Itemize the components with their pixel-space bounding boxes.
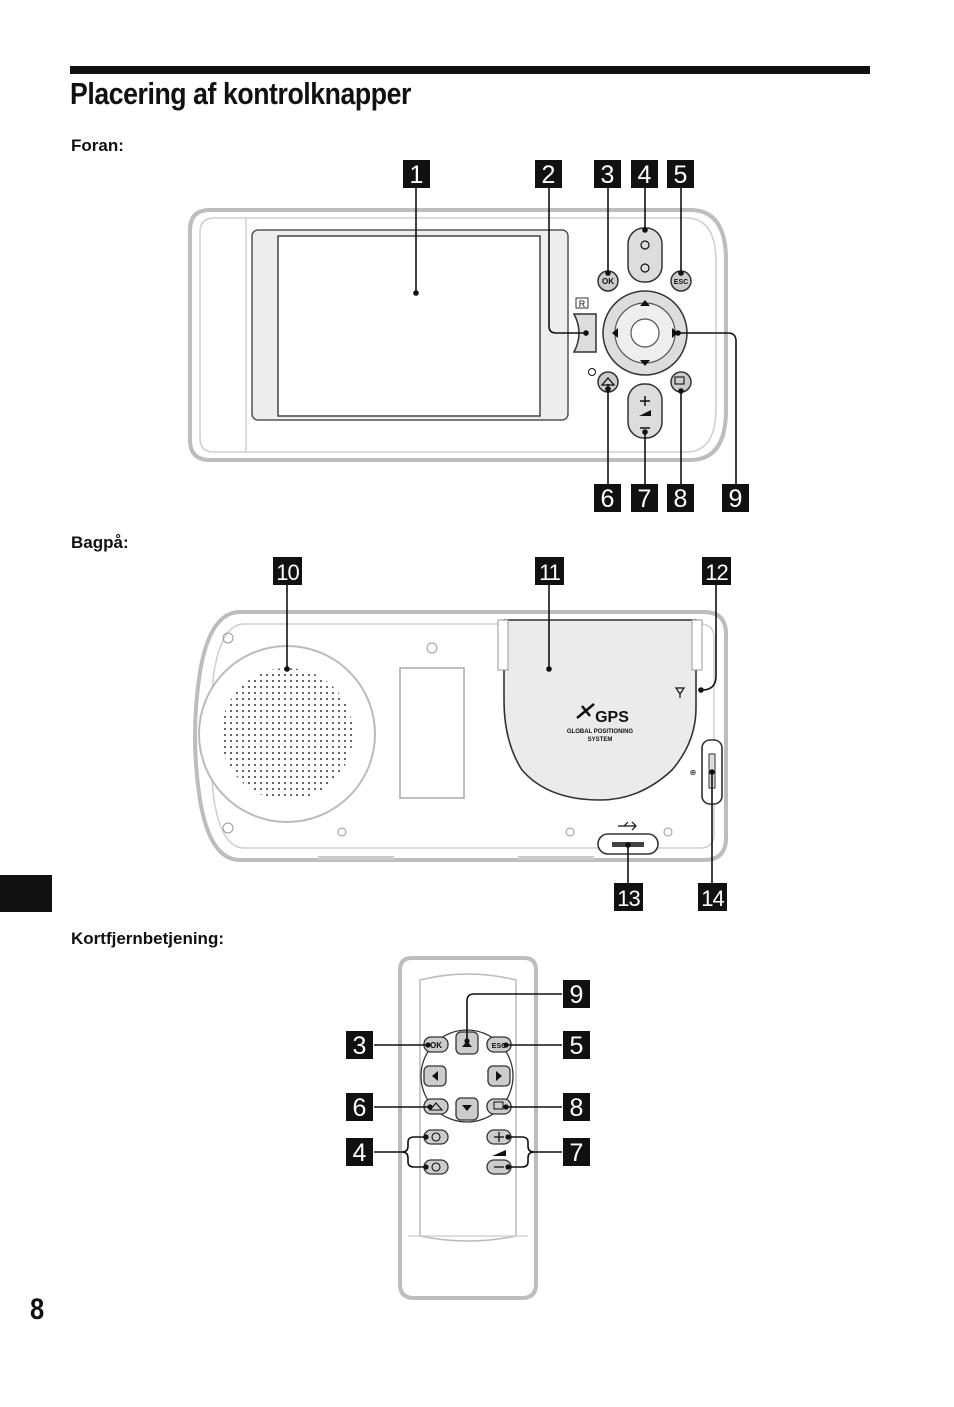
callout-11: 11 [535,557,564,585]
satellite-icon [576,703,595,719]
svg-text:7: 7 [638,485,652,513]
svg-text:OK: OK [430,1041,442,1050]
svg-text:9: 9 [729,485,743,513]
svg-text:5: 5 [570,1032,584,1060]
callout-14: 14 [698,883,727,911]
header-rule [70,66,870,74]
callout-5: 5 [667,160,694,189]
svg-text:1: 1 [410,161,424,189]
chapter-tab [0,875,52,912]
svg-text:3: 3 [353,1032,367,1060]
svg-text:2: 2 [542,161,556,189]
r-label: R [579,299,586,309]
touch-screen [277,235,541,417]
front-leader-dots [413,227,684,435]
volume-icon [639,410,651,416]
section-back-label: Bagpå: [71,533,129,552]
back-leader-dots [284,666,715,848]
memory-card-icon: ⊕ [690,768,697,777]
remote-callout-7: 7 [563,1138,590,1167]
section-front-label: Foran: [71,136,124,155]
svg-text:6: 6 [353,1094,367,1122]
svg-text:4: 4 [638,161,652,189]
svg-text:6: 6 [601,485,615,513]
zoom-in-icon [640,240,650,250]
usb-icon [618,821,637,831]
zoom-button [627,227,663,283]
remote-callout-3: 3 [346,1031,373,1060]
remote-home-icon [428,1102,444,1111]
svg-text:ESC: ESC [674,279,688,286]
front-device: R OK ESC [188,208,728,462]
svg-text:7: 7 [570,1139,584,1167]
svg-text:10: 10 [276,560,299,585]
svg-text:OK: OK [602,277,614,286]
svg-text:3: 3 [601,161,615,189]
back-device: GPS GLOBAL POSITIONING SYSTEM ⊕ [193,610,728,862]
back-label-plate [399,667,465,799]
remote-callout-5: 5 [563,1031,590,1060]
callout-8: 8 [667,484,694,513]
callout-2: 2 [535,160,562,189]
callout-13: 13 [614,883,643,911]
page-number: 8 [30,1293,45,1326]
speaker-grille [221,668,353,800]
gps-receiver [503,619,697,801]
callout-1: 1 [403,160,430,189]
menu-icon [674,376,685,385]
back-leaders [286,584,717,884]
front-leaders [415,188,737,484]
svg-text:8: 8 [570,1094,584,1122]
remote-callout-9: 9 [563,980,590,1009]
gps-logo: GPS [595,709,629,726]
antenna-icon [674,687,686,698]
callout-6: 6 [594,484,621,513]
power-icon [588,368,596,376]
svg-text:GLOBAL POSITIONING: GLOBAL POSITIONING [567,729,634,735]
callout-9: 9 [722,484,749,513]
svg-text:ESC: ESC [492,1043,506,1050]
callout-12: 12 [702,557,731,585]
svg-text:9: 9 [570,981,584,1009]
callout-10: 10 [273,557,302,585]
remote-zoom-out-icon [431,1162,441,1172]
callout-3: 3 [594,160,621,189]
svg-text:13: 13 [617,886,640,911]
remote-callout-6: 6 [346,1093,373,1122]
callout-7: 7 [631,484,658,513]
remote-menu-icon [493,1101,504,1110]
zoom-out-icon [640,263,650,273]
callout-4: 4 [631,160,658,189]
svg-text:12: 12 [705,560,728,585]
page-title: Placering af kontrolknapper [70,76,411,111]
svg-text:SYSTEM: SYSTEM [588,737,613,743]
svg-text:8: 8 [674,485,688,513]
svg-text:14: 14 [701,886,724,911]
section-remote-label: Kortfjernbetjening: [71,929,224,948]
remote-callout-8: 8 [563,1093,590,1122]
remote-leaders [374,993,562,1168]
remote-zoom-in-icon [431,1132,441,1142]
svg-text:4: 4 [353,1139,367,1167]
remote-callout-4: 4 [346,1138,373,1167]
remote-volume-icon [492,1150,506,1156]
remote-control: OK ESC [398,956,538,1300]
svg-text:5: 5 [674,161,688,189]
remote-leader-dots [423,1038,511,1170]
svg-text:11: 11 [539,560,561,585]
